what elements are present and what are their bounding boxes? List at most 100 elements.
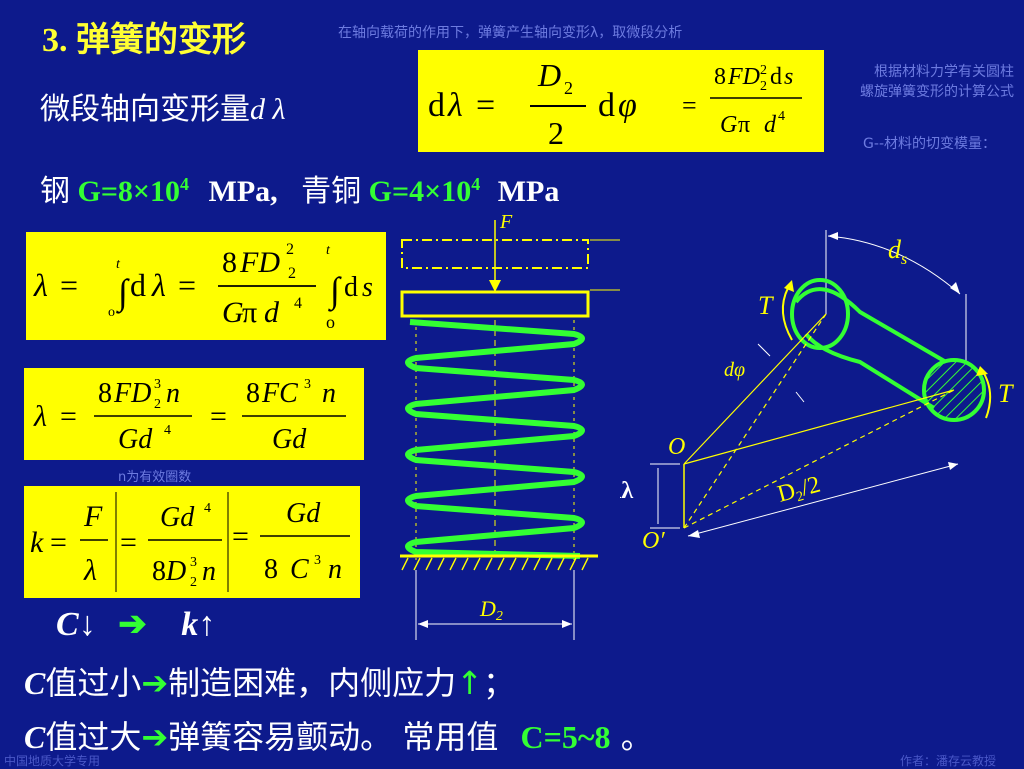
svg-text:d: d — [770, 64, 782, 90]
coil-end-left — [790, 278, 850, 350]
svg-text:8: 8 — [246, 378, 260, 409]
svg-text:3: 3 — [190, 555, 197, 570]
svg-text:8: 8 — [714, 64, 726, 90]
svg-text:d: d — [344, 272, 358, 303]
svg-text:4: 4 — [204, 501, 211, 516]
coil-element-diagram: ds T T dφ O O′ dλ D2/2 — [620, 230, 1014, 554]
o-prime-label: O′ — [642, 528, 665, 554]
bronze-value: G=4×104 — [368, 174, 481, 208]
dphi-label: dφ — [724, 359, 745, 381]
svg-text:8: 8 — [98, 378, 112, 409]
shear-modulus-note: G--材料的切变模量： — [863, 136, 996, 152]
svg-text:s: s — [784, 64, 793, 90]
micro-label: 微段轴向变形量d λ — [40, 84, 286, 128]
svg-text:k: k — [30, 526, 44, 559]
svg-text:2: 2 — [286, 241, 294, 258]
svg-text:=: = — [682, 91, 697, 120]
svg-text:=: = — [60, 400, 77, 433]
coil-element-outer — [794, 287, 948, 364]
bronze-unit: MPa — [497, 175, 560, 208]
c-small-line: C值过小➔制造困难，内侧应力↑； — [24, 658, 515, 704]
c-down-arrow: ↓ — [78, 606, 96, 643]
svg-text:=: = — [50, 526, 67, 559]
svg-text:3: 3 — [314, 553, 321, 568]
svg-text:Gd: Gd — [118, 424, 153, 455]
svg-text:∫: ∫ — [116, 272, 130, 314]
svg-text:n: n — [328, 554, 342, 585]
svg-text:λ: λ — [447, 87, 463, 124]
svg-text:n: n — [322, 378, 336, 409]
svg-text:2: 2 — [190, 575, 197, 590]
bronze-label: 青铜 — [301, 174, 362, 209]
d2-half-line — [687, 463, 959, 537]
right-arrow-icon: ➔ — [118, 606, 147, 643]
right-note-line1: 根据材料力学有关圆柱 — [874, 64, 1014, 80]
svg-text:=: = — [232, 520, 249, 553]
svg-text:FD: FD — [727, 64, 760, 90]
right-note-line2: 螺旋弹簧变形的计算公式 — [860, 84, 1014, 100]
micro-symbol: d λ — [250, 93, 286, 126]
k-symbol: k — [181, 606, 199, 643]
c-large-text2: 弹簧容易颤动。 常用值 — [168, 718, 499, 756]
micro-label-text: 微段轴向变形量 — [40, 92, 250, 127]
torque-label-1: T — [758, 291, 774, 320]
k-up-arrow: ↑ — [198, 606, 216, 643]
svg-text:t: t — [326, 243, 331, 258]
c-large-symbol: C — [24, 719, 46, 755]
svg-text:G: G — [222, 296, 244, 329]
svg-text:4: 4 — [778, 109, 785, 124]
steel-label: 钢 — [40, 174, 70, 209]
steel-value-main: G=8×10 — [77, 175, 181, 208]
svg-text:Gd: Gd — [286, 498, 321, 529]
d2-label: D2 — [479, 596, 503, 624]
svg-text:D: D — [537, 57, 561, 93]
svg-text:3: 3 — [304, 377, 311, 392]
svg-text:2: 2 — [760, 79, 767, 94]
svg-text:s: s — [362, 272, 373, 303]
formula-dlambda: d λ = D 2 2 d φ = 8 FD 2 2 d s G π d 4 — [418, 50, 824, 152]
footer-right: 作者：潘存云教授 — [900, 754, 997, 768]
ds-label: ds — [888, 235, 907, 268]
c-small-end: ； — [483, 664, 516, 702]
svg-text:8: 8 — [222, 246, 237, 279]
top-note: 在轴向载荷的作用下，弹簧产生轴向变形λ，取微段分析 — [338, 25, 683, 41]
spring-diagram: F λ D2 — [400, 211, 620, 640]
svg-text:∫: ∫ — [328, 270, 342, 312]
svg-text:FD: FD — [239, 246, 280, 279]
force-arrow-head — [489, 280, 501, 292]
c-small-symbol: C — [24, 665, 46, 701]
svg-text:d: d — [764, 112, 777, 138]
svg-text:2: 2 — [760, 63, 767, 78]
svg-text:Gd: Gd — [272, 424, 307, 455]
c-symbol: C — [56, 606, 79, 643]
c-k-relation: C↓ ➔ k↑ — [56, 604, 215, 644]
svg-text:d: d — [428, 87, 445, 124]
footer-left: 中国地质大学专用 — [4, 754, 101, 768]
svg-text:λ: λ — [33, 400, 47, 433]
svg-text:FD: FD — [113, 378, 151, 409]
svg-text:Gd: Gd — [160, 502, 195, 533]
svg-text:=: = — [210, 400, 227, 433]
svg-text:d: d — [130, 267, 146, 303]
svg-text:C: C — [290, 554, 309, 585]
coil-element-inner — [804, 332, 936, 410]
n-note: n为有效圈数 — [118, 470, 192, 485]
bronze-value-main: G=4×10 — [368, 175, 472, 208]
steel-value: G=8×104 — [77, 174, 190, 208]
svg-text:=: = — [178, 267, 196, 303]
svg-text:2: 2 — [288, 265, 296, 282]
svg-text:=: = — [60, 267, 78, 303]
c-small-text1: 值过小 — [45, 664, 142, 702]
force-label: F — [499, 211, 513, 233]
svg-text:π: π — [242, 296, 257, 329]
svg-text:o: o — [108, 305, 115, 320]
formula-lambda-final: λ = 8 FD 3 2 n Gd 4 = 8 FC 3 n Gd — [24, 368, 364, 460]
steel-exp: 4 — [180, 174, 190, 194]
spring-top-plate — [400, 290, 590, 318]
svg-text:2: 2 — [154, 397, 161, 412]
svg-text:n: n — [166, 378, 180, 409]
svg-text:G: G — [720, 112, 737, 138]
c-large-line: C值过大➔弹簧容易颤动。 常用值 C=5~8 。 — [24, 712, 653, 758]
svg-text:o: o — [326, 312, 335, 332]
steel-unit: MPa, — [208, 175, 278, 208]
